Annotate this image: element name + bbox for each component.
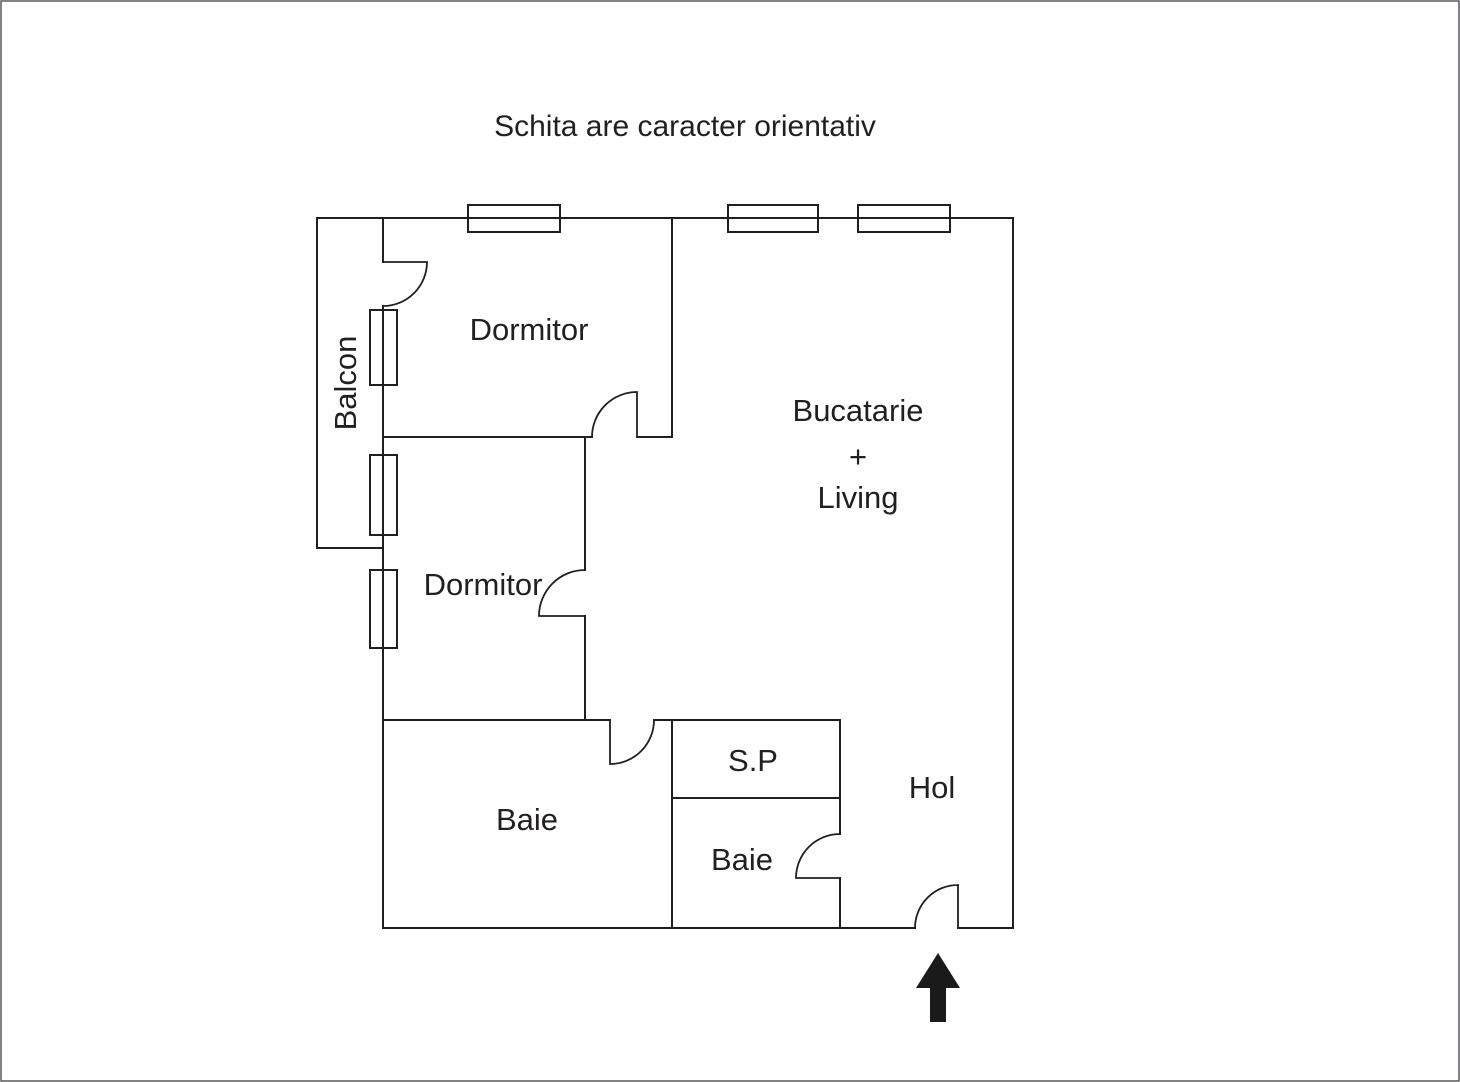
window-left-3	[369, 569, 398, 649]
window-top-2	[727, 204, 819, 233]
doors	[382, 261, 959, 929]
entrance-door-arc	[914, 884, 959, 929]
window-top-1	[467, 204, 561, 233]
window-top-3	[857, 204, 951, 233]
dormitor-mid-door-arc	[538, 569, 586, 617]
walls	[316, 217, 1014, 929]
baie-left-door-arc	[609, 719, 655, 765]
balcony-outline	[316, 217, 384, 549]
entrance-arrow	[916, 953, 960, 1022]
room-label-sp: S.P	[728, 743, 778, 778]
room-label-baie-left: Baie	[496, 802, 558, 837]
room-label-baie-right: Baie	[711, 842, 773, 877]
room-label-bucatarie-line2: +	[849, 439, 867, 474]
room-label-bucatarie-line1: Bucatarie	[793, 393, 924, 428]
room-labels: Balcon Dormitor Dormitor Bucatarie + Liv…	[328, 312, 955, 877]
room-label-dormitor-top: Dormitor	[470, 312, 589, 347]
balcony-door-arc	[382, 261, 428, 307]
room-label-balcon: Balcon	[328, 336, 363, 431]
room-label-dormitor-mid: Dormitor	[424, 567, 543, 602]
room-label-hol: Hol	[909, 770, 956, 805]
dormitor-top-door-arc	[591, 391, 638, 438]
window-left-1	[369, 309, 398, 386]
window-left-2	[369, 454, 398, 536]
windows	[369, 204, 951, 649]
baie-right-door-arc	[795, 833, 841, 879]
room-label-bucatarie-line3: Living	[818, 480, 899, 515]
plan-title: Schita are caracter orientativ	[494, 110, 876, 143]
